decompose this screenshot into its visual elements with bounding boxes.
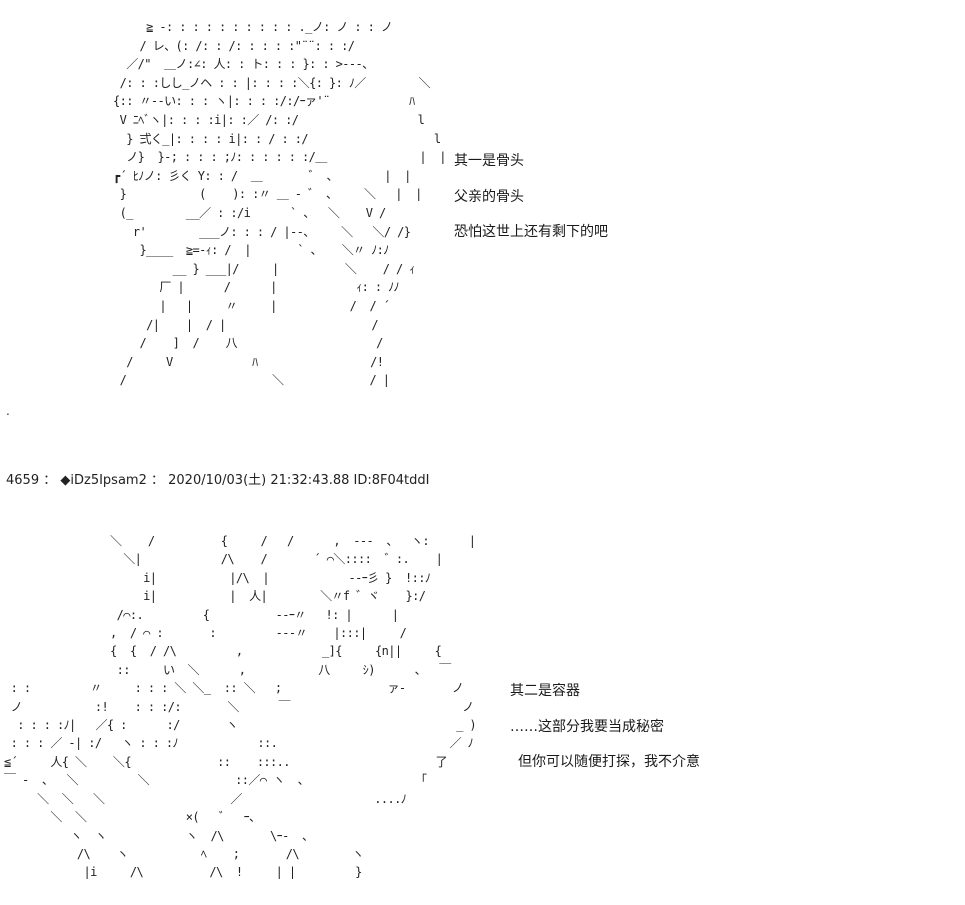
post-sep-1: ： (39, 473, 57, 488)
bottom-line-3: 但你可以随便打探，我不介意 (518, 754, 700, 770)
bottom-line-2: ……这部分我要当成秘密 (510, 719, 664, 735)
top-line-1: 其一是骨头 (454, 153, 524, 169)
ascii-art-top: ≧ -: : : : : : : : : : ._ノ: ノ : : ノ / レ、… (112, 20, 447, 388)
ascii-art-bottom: ＼ / { / / , ‐‐‐ 、 ヽ: | ＼| /\ / ´ ⌒＼:::: … (4, 534, 477, 880)
poster-trip: ◆iDz5Ipsam2 (60, 473, 147, 488)
post-header: 4659 ： ◆iDz5Ipsam2 ： 2020/10/03(土) 21:32… (6, 469, 430, 488)
post-sep-2: ： (146, 473, 164, 488)
separator-dot: . (6, 404, 10, 418)
top-line-2: 父亲的骨头 (454, 189, 524, 205)
post-number[interactable]: 4659 (6, 473, 40, 488)
top-line-3: 恐怕这世上还有剩下的吧 (454, 224, 608, 240)
post-datetime: 2020/10/03(土) 21:32:43.88 (168, 473, 350, 488)
poster-id: ID:8F04tddI (349, 473, 430, 488)
bottom-line-1: 其二是容器 (510, 683, 580, 699)
